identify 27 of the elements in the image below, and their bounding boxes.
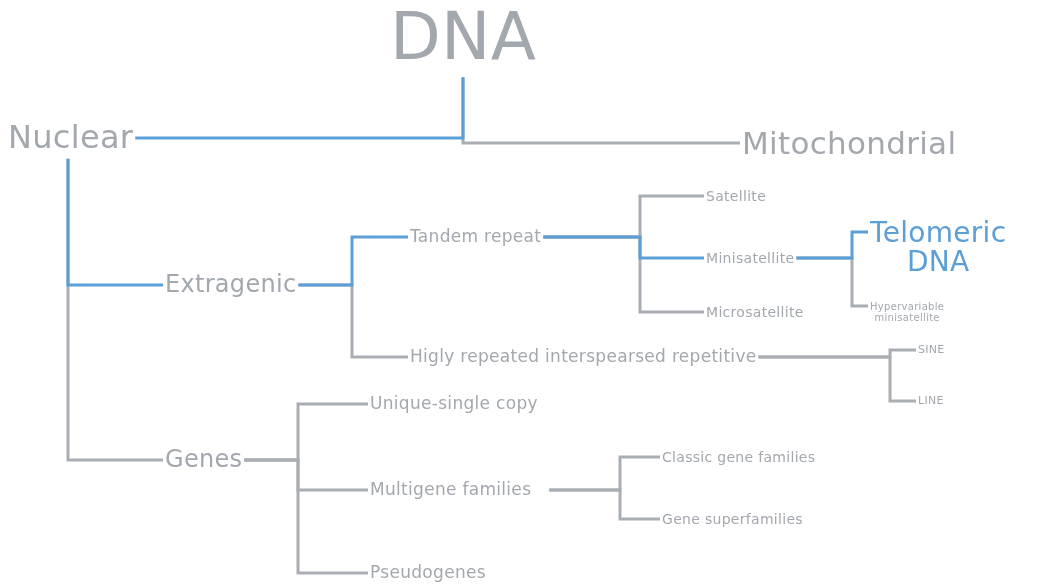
node-label: Higly repeated interspearsed repetitive [410,348,757,366]
node-label: Classic gene families [662,449,816,465]
connector-line [543,235,704,260]
node-label: Mitochondrial [742,126,957,160]
node-label: SINE [918,344,945,356]
node-label: Gene superfamilies [662,511,803,527]
node-label: Multigene families [370,481,532,499]
connector-line [298,235,408,287]
node-label: Microsatellite [706,304,804,320]
node-label: DNA [389,2,537,72]
connector-line [135,77,465,140]
connector-line [758,355,916,403]
node-label: Pseudogenes [370,564,486,582]
connector-line [796,230,868,260]
node-label: LINE [918,395,944,407]
node-label: Minisatellite [706,250,795,266]
connector-line [244,458,368,575]
node-label: Extragenic [165,272,297,298]
node-label: Satellite [706,188,767,204]
node-label: Hypervariable minisatellite [870,301,945,323]
node-label: Genes [165,447,243,473]
node-label: Nuclear [8,121,134,155]
node-label: Unique-single copy [370,395,538,413]
connector-line [549,488,660,521]
node-label: Tandem repeat [410,228,542,246]
connector-line [66,158,163,287]
node-label: Telomeric DNA [870,217,1007,277]
